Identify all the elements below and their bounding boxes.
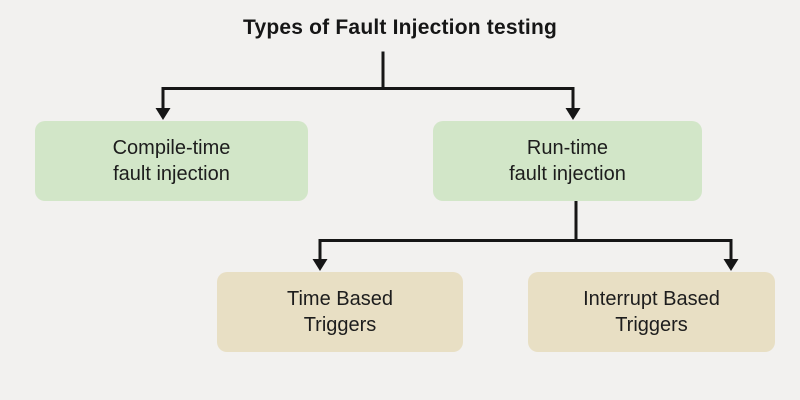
edge-runtime-to-children [318, 199, 733, 263]
node-compile-time-fault-injection: Compile-time fault injection [35, 121, 308, 201]
node-label-line: Triggers [615, 314, 688, 336]
node-label-line: Interrupt Based [583, 288, 720, 310]
node-label-line: Run-time [526, 137, 609, 159]
node-label-line: fault injection [113, 163, 230, 185]
arrowhead-icon [723, 259, 739, 271]
node-label-line: fault injection [509, 163, 626, 185]
node-time-based-triggers: Time Based Triggers [217, 272, 463, 352]
node-run-time-fault-injection: Run-time fault injection [433, 121, 702, 201]
node-label-line: Compile-time [112, 137, 231, 159]
node-label-line: Time Based [287, 288, 393, 310]
diagram-title: Types of Fault Injection testing [242, 16, 558, 39]
edge-title-to-children [161, 51, 575, 112]
node-label-line: Triggers [303, 314, 377, 336]
arrowhead-icon [312, 259, 328, 271]
node-interrupt-based-triggers: Interrupt Based Triggers [528, 272, 775, 352]
arrowhead-icon [565, 108, 581, 120]
arrowhead-icon [155, 108, 171, 120]
